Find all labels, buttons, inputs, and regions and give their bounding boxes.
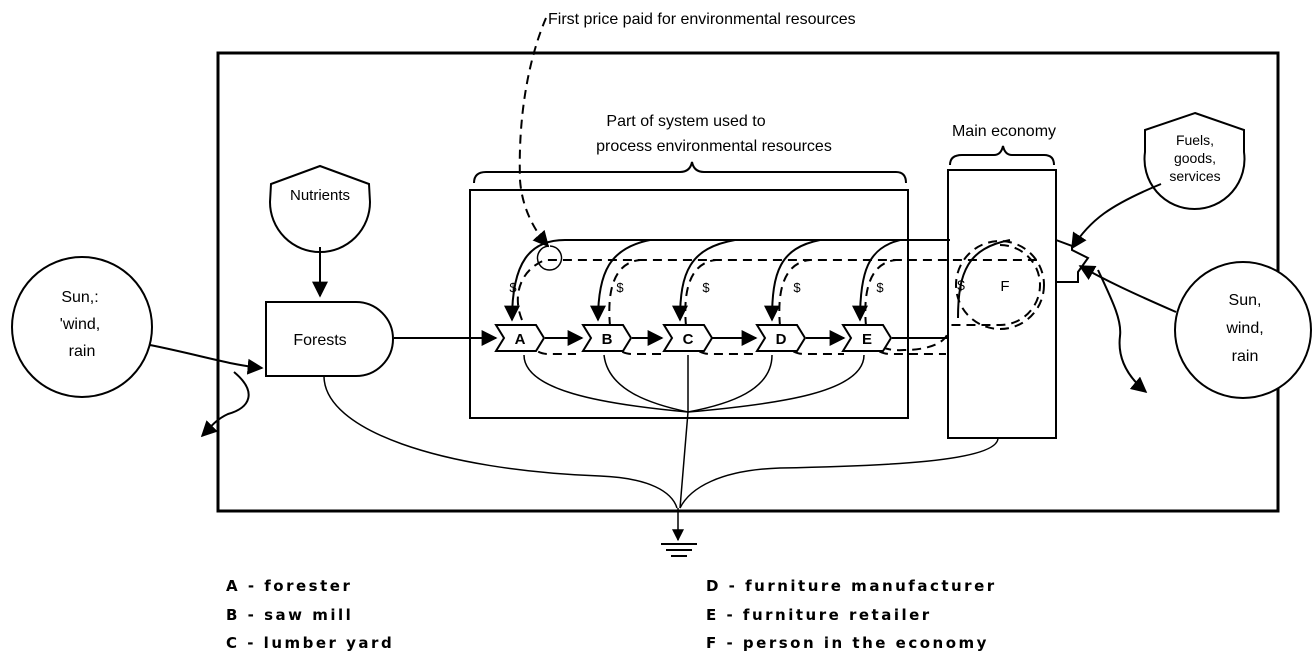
price-circle (536, 245, 563, 271)
left-source-line3: rain (69, 343, 96, 360)
main-economy-label: Main economy (952, 123, 1056, 140)
right-source-line2: wind, (1225, 320, 1263, 337)
process-part-label-line2: process environmental resources (596, 138, 832, 155)
processing-brace (473, 161, 907, 184)
node-e-shape (841, 324, 893, 352)
fuels-flow (1071, 183, 1162, 250)
left-source-line1: Sun,: (61, 289, 98, 306)
money-symbol-d: $ (793, 280, 801, 295)
legend-item-e: E - furniture retailer (706, 606, 932, 624)
energy-source-right (1174, 261, 1312, 399)
payment-flows (504, 239, 1011, 322)
node-e-label: E (862, 331, 872, 348)
legend-item-c: C - lumber yard (226, 634, 395, 652)
fuels-label-line2: goods, (1174, 150, 1216, 166)
money-symbol-b: $ (616, 280, 624, 295)
energy-flow-right (1078, 265, 1177, 313)
node-c-shape (662, 324, 714, 352)
heat-loss-left (200, 371, 250, 438)
legend-item-f: F - person in the economy (706, 634, 989, 652)
node-b-label: B (602, 331, 613, 348)
node-c-label: C (683, 331, 694, 348)
money-symbol-f: $ (957, 277, 965, 293)
node-b-shape (581, 324, 633, 352)
heat-sink-flows (323, 354, 999, 542)
process-part-label-line1: Part of system used to (606, 113, 765, 130)
money-symbol-a: $ (509, 280, 517, 295)
left-source-line2: 'wind, (60, 316, 100, 333)
forests-storage (265, 301, 394, 377)
economy-interaction-notch (1055, 239, 1090, 283)
economy-node-f-label: F (1000, 278, 1009, 295)
processing-subsystem-box (469, 189, 909, 419)
money-symbol-c: $ (702, 280, 710, 295)
main-economy-box (947, 169, 1057, 439)
node-d-shape (755, 324, 807, 352)
node-a-shape (494, 324, 546, 352)
node-a-label: A (515, 331, 526, 348)
energy-flow-left (149, 344, 264, 375)
heat-loss-right (1097, 269, 1148, 394)
energy-source-left (11, 256, 153, 398)
economy-brace (949, 145, 1055, 166)
heat-sink-icon (661, 543, 697, 557)
nutrients-source (268, 164, 372, 253)
first-price-label: First price paid for environmental resou… (548, 11, 856, 28)
first-price-pointer (518, 17, 550, 248)
fuels-label-line3: services (1169, 168, 1220, 184)
legend-item-d: D - furniture manufacturer (706, 577, 997, 595)
fuels-source (1143, 111, 1246, 211)
legend-item-a: A - forester (226, 577, 353, 595)
money-symbol-e: $ (876, 280, 884, 295)
right-source-line3: rain (1232, 348, 1259, 365)
nutrients-label: Nutrients (290, 187, 350, 204)
right-source-line1: Sun, (1229, 292, 1262, 309)
economy-node-f-circle (955, 240, 1045, 330)
fuels-label-line1: Fuels, (1176, 132, 1214, 148)
legend-item-b: B - saw mill (226, 606, 354, 624)
forests-label: Forests (293, 332, 346, 349)
node-d-label: D (776, 331, 787, 348)
